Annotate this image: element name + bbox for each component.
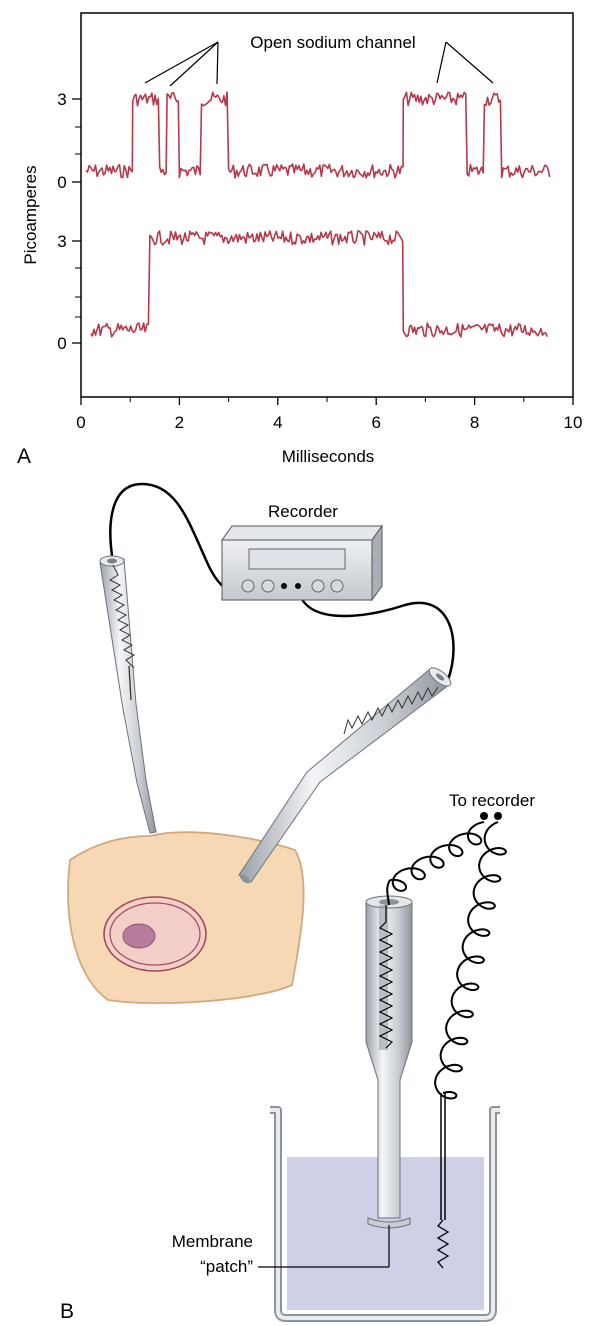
- open-channel-annotation: Open sodium channel: [250, 33, 415, 52]
- left-micropipette: [99, 555, 157, 834]
- y-tick-label: 3: [57, 232, 66, 251]
- plot-frame: [80, 12, 574, 398]
- recorder-display: [248, 548, 346, 570]
- to-recorder-label: To recorder: [449, 791, 535, 810]
- x-axis-label: Milliseconds: [282, 447, 375, 466]
- nucleolus: [122, 923, 156, 949]
- x-tick-label: 10: [564, 413, 583, 432]
- recorder-knobs: [241, 579, 344, 593]
- y-tick-label: 0: [57, 173, 66, 192]
- y-axis-ticks: 3 0 3 0: [57, 90, 81, 353]
- recorder-jack-2: [295, 583, 301, 589]
- terminal-2: [494, 812, 502, 820]
- x-tick-label: 0: [76, 413, 85, 432]
- bath-electrode: [436, 1093, 450, 1269]
- current-traces: [85, 91, 551, 338]
- panel-a-label: A: [17, 445, 31, 468]
- right-pipette-cable: [296, 584, 455, 681]
- recorder-device: [221, 524, 383, 602]
- panel-b-label: B: [60, 1300, 74, 1323]
- recorder-jack-1: [281, 583, 287, 589]
- patch-label: “patch”: [200, 1257, 253, 1276]
- cell: [67, 831, 305, 1005]
- y-axis-label: Picoamperes: [21, 165, 40, 264]
- y-tick-label: 0: [57, 334, 66, 353]
- x-tick-label: 2: [175, 413, 184, 432]
- membrane-patch: [367, 1217, 411, 1229]
- current-trace-1: [85, 91, 551, 179]
- y-tick-label: 3: [57, 90, 66, 109]
- recorder-label: Recorder: [268, 502, 338, 521]
- bath-electrode-coil: [434, 821, 507, 1100]
- annotation-leaders: [144, 41, 494, 87]
- patch-pipette-coil: [389, 821, 485, 892]
- current-trace-2: [90, 230, 549, 338]
- x-tick-label: 8: [470, 413, 479, 432]
- membrane-label: Membrane: [172, 1232, 253, 1251]
- terminal-1: [480, 812, 488, 820]
- panel-a-chart: 0 2 4 6 8 10 3 0 3 0 Open sodium channel Picoamp…: [17, 12, 582, 468]
- x-axis-ticks: 0 2 4 6 8 10: [76, 397, 582, 432]
- panel-b-diagram: Recorder: [60, 482, 535, 1323]
- x-tick-label: 6: [371, 413, 380, 432]
- x-tick-label: 4: [273, 413, 282, 432]
- right-micropipette: [238, 667, 452, 884]
